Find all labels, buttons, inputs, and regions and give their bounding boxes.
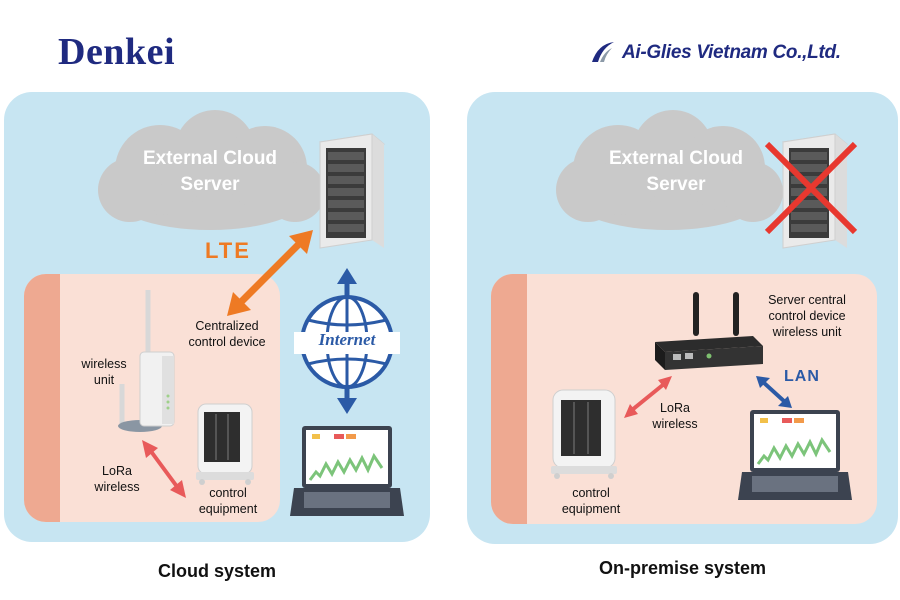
centralized-device-label: Centralized control device (172, 318, 282, 350)
lan-arrow (756, 376, 792, 408)
wireless-unit-label-line2: unit (93, 373, 115, 387)
server-tower (318, 133, 386, 249)
local-area-strip-right (491, 274, 527, 524)
on-premise-caption: On-premise system (598, 558, 767, 578)
cloud-server-label-right-line1: External Cloud (608, 148, 744, 169)
cloud-server-label-line1: External Cloud (142, 148, 278, 169)
control-equipment-device (196, 403, 254, 485)
cloud-shape (98, 110, 325, 230)
denkei-logo: Denkei (58, 31, 175, 73)
cloud-system-caption: Cloud system (157, 561, 277, 581)
server-central-device (655, 292, 763, 370)
control-equipment-label-right: control equipment (548, 485, 634, 517)
cloud-server-label-right: External Cloud Server (586, 146, 766, 198)
aiglies-swoosh-icon (592, 42, 614, 62)
laptop-right (738, 410, 852, 500)
wireless-unit-label: wireless unit (64, 356, 144, 388)
cloud-server-label: External Cloud Server (120, 146, 300, 198)
cloud-server-label-right-line2: Server (646, 174, 706, 195)
centralized-device-label-line2: control device (188, 335, 266, 349)
laptop-left (290, 426, 404, 516)
lan-label: LAN (784, 368, 820, 385)
aiglies-logo-text: Ai-Glies Vietnam Co.,Ltd. (622, 42, 841, 63)
cloud-shape-right (556, 110, 783, 230)
lte-label: LTE (205, 238, 251, 263)
server-tower-disabled (764, 133, 858, 249)
local-area-strip (24, 274, 60, 522)
lora-arrow-left (142, 440, 186, 498)
lora-label-line2-left: wireless (94, 480, 140, 494)
centralized-device-label-line1: Centralized (195, 319, 259, 333)
lora-arrow-right (624, 376, 672, 418)
lora-label-line2-right: wireless (652, 417, 698, 431)
aiglies-logo: Ai-Glies Vietnam Co.,Ltd. (590, 38, 841, 68)
server-central-label-line2: control device (768, 309, 846, 323)
control-label-line1-right: control (572, 486, 610, 500)
server-central-label-line1: Server central (768, 293, 846, 307)
lora-wireless-label-right: LoRa wireless (640, 400, 710, 432)
wireless-unit-device (118, 290, 175, 432)
control-equipment-device-right (551, 389, 617, 479)
control-label-line2-right: equipment (561, 502, 621, 516)
internet-label: Internet (318, 330, 376, 349)
control-label-line2-left: equipment (198, 502, 258, 516)
lora-wireless-label-left: LoRa wireless (82, 463, 152, 495)
server-central-label-line3: wireless unit (772, 325, 842, 339)
wireless-unit-label-line1: wireless (81, 357, 127, 371)
lora-label-line1-left: LoRa (102, 464, 132, 478)
internet-globe (294, 268, 400, 414)
server-central-label: Server central control device wireless u… (752, 292, 862, 340)
control-label-line1-left: control (209, 486, 247, 500)
control-equipment-label-left: control equipment (188, 485, 268, 517)
cloud-server-label-line2: Server (180, 174, 240, 195)
lora-label-line1-right: LoRa (660, 401, 690, 415)
lte-arrow (227, 230, 313, 316)
